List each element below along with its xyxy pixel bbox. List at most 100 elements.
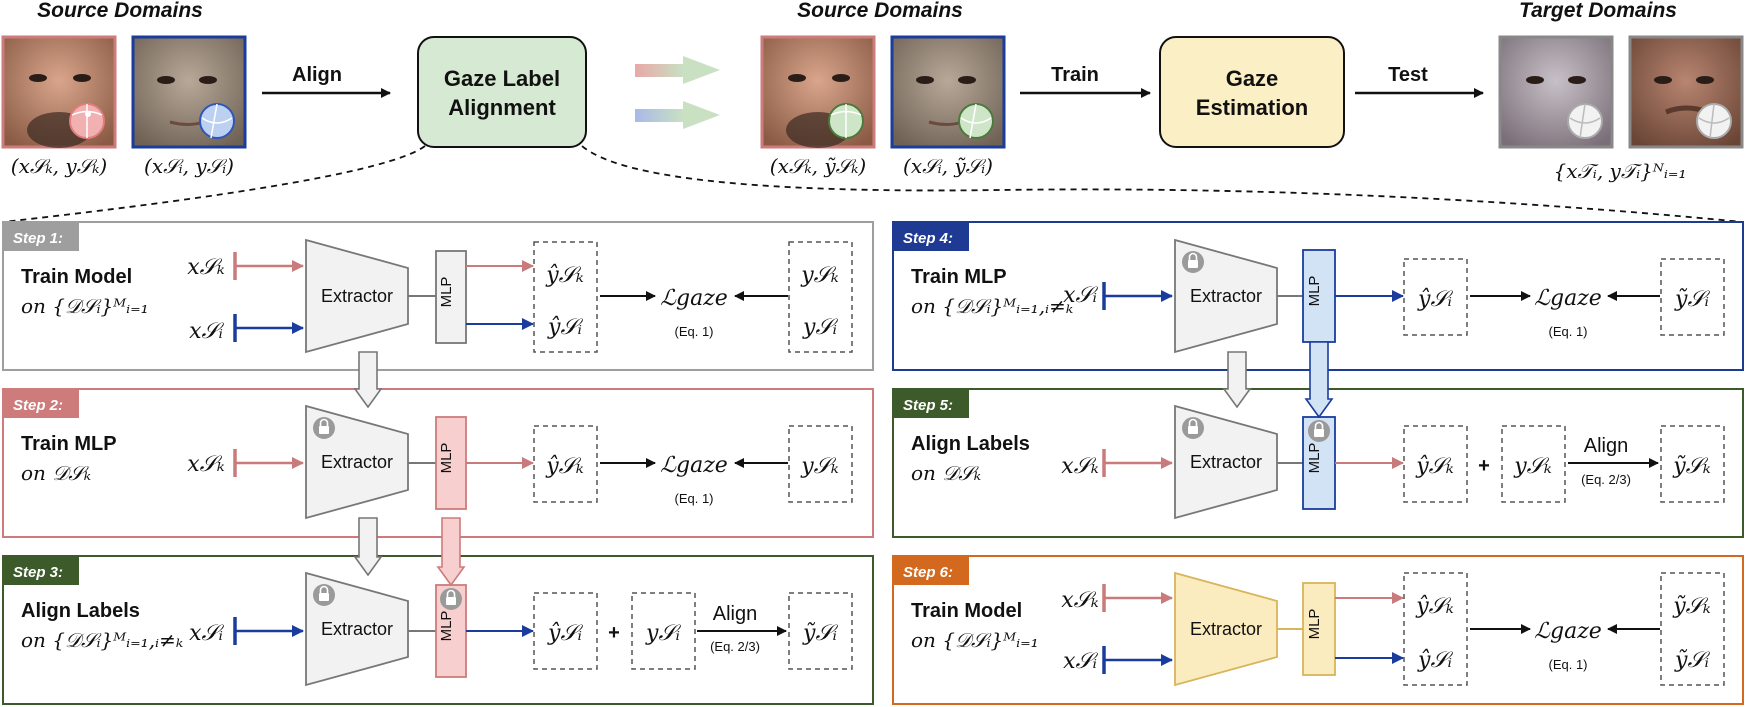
face-image-source-k-aligned — [760, 35, 876, 149]
mlp-label: MLP — [438, 277, 455, 308]
gaze-label-alignment-line1: Gaze Label — [444, 66, 560, 91]
mlp-block: MLP — [1302, 416, 1336, 510]
lock-icon — [313, 417, 335, 439]
step1-to-step2-arrow — [353, 351, 383, 409]
dashed-label-box — [533, 592, 598, 670]
extractor-label: Extractor — [1190, 452, 1262, 472]
step-title: Train MLP — [911, 266, 1007, 288]
pred-yhat-si: ŷ𝒮ᵢ — [1417, 287, 1453, 312]
step-tag-label: Step 3: — [13, 564, 63, 581]
caption-source-i: (x𝒮ᵢ, y𝒮ᵢ) — [144, 154, 234, 178]
dashed-label-box — [788, 241, 853, 353]
extractor-block: Extractor — [1174, 571, 1278, 687]
pred-yhat-sk: ŷ𝒮ₖ — [1415, 594, 1453, 619]
input-x-sk: x𝒮ₖ — [187, 255, 224, 280]
dashed-label-box — [1660, 425, 1725, 503]
align-arrow-label: Align — [292, 64, 342, 86]
aligned-ytilde-si: ỹ𝒮ᵢ — [802, 621, 838, 646]
align-label: Align — [1584, 435, 1628, 457]
gaze-estimation-line1: Gaze — [1226, 66, 1279, 91]
step-title: Train Model — [21, 266, 132, 288]
input-x-si: x𝒮ᵢ — [1063, 649, 1098, 674]
face-image-target-1 — [1498, 35, 1614, 149]
gradient-arrow-blue — [635, 101, 720, 129]
aligned-ytilde-sk: ỹ𝒮ₖ — [1672, 594, 1710, 619]
align-label: Align — [713, 603, 757, 625]
zoom-line-left — [2, 145, 426, 223]
header-source-domains-left: Source Domains — [37, 0, 203, 22]
lock-icon — [1182, 417, 1204, 439]
eq1-label: (Eq. 1) — [674, 491, 713, 506]
pred-yhat-sk: ŷ𝒮ₖ — [545, 454, 583, 479]
plus-sign: + — [608, 622, 620, 644]
step-title: Align Labels — [911, 433, 1030, 455]
gt-y-sk: y𝒮ₖ — [800, 263, 838, 288]
input-x-si: x𝒮ᵢ — [189, 319, 224, 344]
gaze-label-alignment-line2: Alignment — [448, 95, 556, 120]
gaze-label-alignment-box — [417, 36, 587, 148]
step-1-panel: Step 1: Train Model on {𝒟𝒮ᵢ}ᴹᵢ₌₁ x𝒮ₖ x𝒮ᵢ Extr… — [2, 221, 874, 371]
step4-to-step5-arrow — [1222, 351, 1252, 409]
pred-yhat-si: ŷ𝒮ᵢ — [547, 621, 583, 646]
face-image-target-2 — [1628, 35, 1744, 149]
face-image-source-i — [131, 35, 247, 149]
gaze-sphere-icon — [958, 103, 994, 139]
step-dataset: on {𝒟𝒮ᵢ}ᴹᵢ₌₁ — [21, 294, 149, 318]
caption-source-k: (x𝒮ₖ, y𝒮ₖ) — [11, 154, 107, 178]
plus-sign: + — [1478, 455, 1490, 477]
gaze-sphere-icon — [828, 103, 864, 139]
step-tag-bg — [894, 557, 969, 585]
mlp-transfer-arrow-blue — [1304, 341, 1334, 419]
eq23-label: (Eq. 2/3) — [710, 639, 760, 654]
train-arrow-label: Train — [1051, 64, 1099, 86]
step-tag-bg — [894, 223, 969, 251]
gt-y-si: y𝒮ᵢ — [802, 315, 838, 340]
gaze-sphere-icon — [1696, 103, 1732, 139]
gt-y-sk: y𝒮ₖ — [1513, 454, 1551, 479]
mlp-block: MLP — [435, 584, 467, 678]
aligned-ytilde-si: ỹ𝒮ᵢ — [1674, 287, 1710, 312]
pred-yhat-si: ŷ𝒮ᵢ — [1417, 648, 1453, 673]
dashed-label-box — [788, 592, 853, 670]
lock-icon — [1182, 251, 1204, 273]
loss-gaze-label: ℒgaze — [1534, 286, 1602, 311]
face-image-source-i-aligned — [890, 35, 1006, 149]
dashed-label-box — [1403, 425, 1468, 503]
gaze-estimation-box — [1159, 36, 1345, 148]
input-x-sk: x𝒮ₖ — [1061, 588, 1098, 613]
eq1-label: (Eq. 1) — [1548, 657, 1587, 672]
mlp-transfer-arrow — [436, 517, 466, 587]
step-tag-label: Step 1: — [13, 230, 63, 247]
test-arrow-label: Test — [1388, 64, 1428, 86]
lock-icon — [313, 584, 335, 606]
dashed-label-box — [1660, 258, 1725, 336]
gradient-arrow-red — [635, 56, 720, 84]
step-tag: Step 3: — [4, 557, 79, 585]
step-tag: Step 4: — [894, 223, 969, 251]
input-x-si: x𝒮ᵢ — [189, 621, 224, 646]
face-image-source-k — [1, 35, 117, 149]
step-tag-label: Step 6: — [903, 564, 953, 581]
mlp-label: MLP — [1306, 609, 1323, 640]
step-tag: Step 1: — [4, 223, 79, 251]
step-dataset: on {𝒟𝒮ᵢ}ᴹᵢ₌₁,ᵢ≠ₖ — [21, 628, 183, 652]
header-source-domains-mid: Source Domains — [797, 0, 963, 22]
extractor-label: Extractor — [1190, 286, 1262, 306]
caption-source-k-aligned: (x𝒮ₖ, ỹ𝒮ₖ) — [770, 154, 866, 178]
eq1-label: (Eq. 1) — [1548, 324, 1587, 339]
zoom-line-right — [581, 145, 1744, 223]
caption-source-i-aligned: (x𝒮ᵢ, ỹ𝒮ᵢ) — [903, 154, 993, 178]
extractor-label: Extractor — [321, 286, 393, 306]
extractor-block: Extractor — [1174, 238, 1278, 354]
dashed-label-box — [631, 592, 696, 670]
input-x-si: x𝒮ᵢ — [1063, 283, 1098, 308]
step-title: Align Labels — [21, 600, 140, 622]
step-title: Train Model — [911, 600, 1022, 622]
dashed-label-box — [1501, 425, 1566, 503]
header-target-domains: Target Domains — [1519, 0, 1677, 22]
